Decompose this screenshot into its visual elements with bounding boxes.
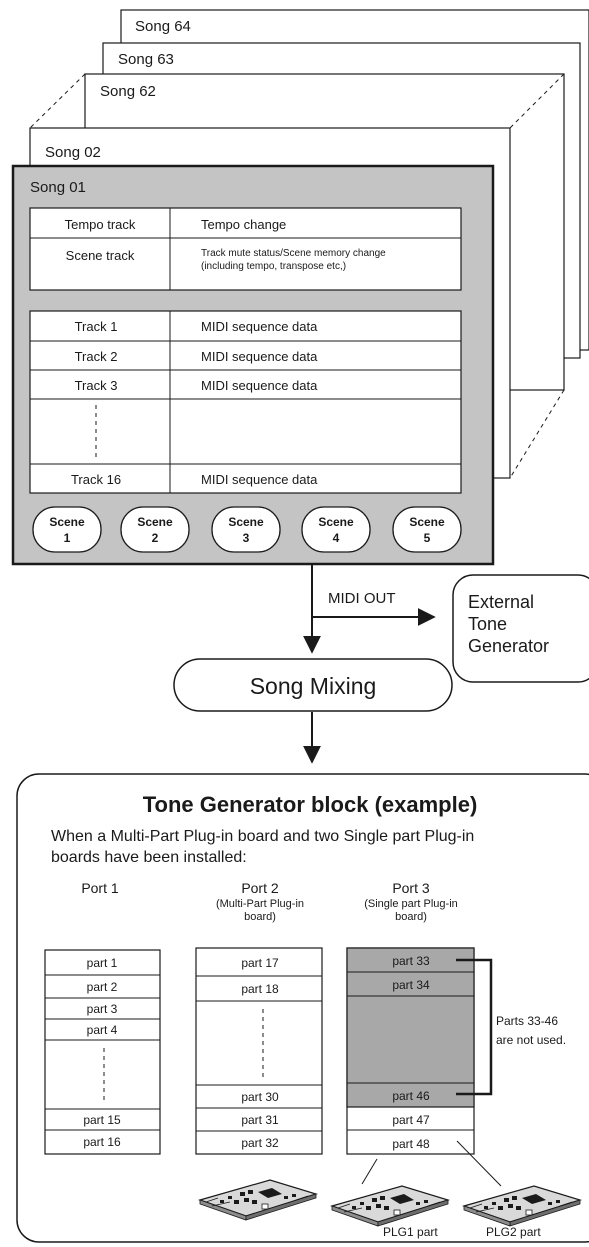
- port-2-part: part 30: [241, 1090, 279, 1104]
- port-2-part: part 18: [241, 982, 279, 996]
- port-1-part: part 2: [87, 980, 118, 994]
- port-1-part: part 16: [83, 1135, 121, 1149]
- track-16-label: Track 16: [71, 472, 121, 487]
- port-2-parts: part 17 part 18 part 30 part 31 part 32: [195, 947, 323, 1155]
- port-3-parts: part 33 part 34 part 46 part 47 part 48: [346, 947, 475, 1155]
- port-2-note-line2: board): [244, 911, 276, 923]
- scene-track-label: Scene track: [66, 248, 135, 263]
- external-tone-generator-line2: Tone: [468, 614, 507, 634]
- song-01-track-table-midi: Track 1 MIDI sequence data Track 2 MIDI …: [29, 310, 462, 494]
- scene-track-content-line2: (including tempo, transpose etc,): [201, 261, 346, 272]
- song-01-track-table-top: Tempo track Tempo change Scene track Tra…: [29, 207, 462, 291]
- port-3-part: part 34: [392, 978, 430, 992]
- pointer-plg2: [456, 1140, 502, 1187]
- scene-3-pill: Scene 3: [211, 506, 281, 553]
- svg-text:Scene: Scene: [137, 515, 173, 529]
- song-01-label: Song 01: [30, 179, 86, 196]
- port-3-part: part 48: [392, 1137, 430, 1151]
- svg-text:Scene: Scene: [49, 515, 85, 529]
- tone-generator-block: Tone Generator block (example) When a Mu…: [16, 773, 589, 1243]
- pointer-plg1: [361, 1158, 378, 1185]
- svg-text:1: 1: [64, 531, 71, 545]
- track-2-content: MIDI sequence data: [201, 349, 318, 364]
- song-62-label: Song 62: [100, 83, 156, 100]
- midi-out-label: MIDI OUT: [328, 590, 396, 607]
- flow-arrows: [303, 564, 436, 764]
- svg-text:4: 4: [333, 531, 340, 545]
- plg2-part-label: PLG2 part: [486, 1225, 541, 1239]
- svg-text:3: 3: [243, 531, 250, 545]
- scene-track-content-line1: Track mute status/Scene memory change: [201, 248, 386, 259]
- port-1-parts: part 1 part 2 part 3 part 4 part 15 part…: [44, 949, 161, 1155]
- svg-text:2: 2: [152, 531, 159, 545]
- song-mixing-label: Song Mixing: [250, 673, 377, 699]
- tone-generator-description-line1: When a Multi-Part Plug-in board and two …: [51, 828, 474, 845]
- song-mixing-box: Song Mixing: [173, 658, 453, 712]
- tone-generator-title: Tone Generator block (example): [143, 792, 478, 817]
- song-02-label: Song 02: [45, 144, 101, 161]
- svg-text:5: 5: [424, 531, 431, 545]
- track-1-content: MIDI sequence data: [201, 319, 318, 334]
- tone-generator-description-line2: boards have been installed:: [51, 849, 247, 866]
- external-tone-generator-line1: External: [468, 592, 534, 612]
- port-2-part: part 17: [241, 956, 279, 970]
- port-3-part: part 47: [392, 1113, 430, 1127]
- song-64-label: Song 64: [135, 18, 191, 35]
- track-2-label: Track 2: [75, 349, 118, 364]
- port-1-part: part 15: [83, 1113, 121, 1127]
- scene-4-pill: Scene 4: [301, 506, 371, 553]
- port-3-part: part 33: [392, 954, 430, 968]
- track-1-label: Track 1: [75, 319, 118, 334]
- external-tone-generator-line3: Generator: [468, 636, 549, 656]
- unused-note-line2: are not used.: [496, 1033, 566, 1047]
- port-3-part: part 46: [392, 1089, 430, 1103]
- port-3-label: Port 3: [392, 880, 430, 896]
- port-3-note-line1: (Single part Plug-in: [364, 898, 458, 910]
- svg-text:Scene: Scene: [228, 515, 264, 529]
- port-1-part: part 1: [87, 956, 118, 970]
- unused-parts-region: [346, 947, 475, 1108]
- port-3-note-line2: board): [395, 911, 427, 923]
- stack-dashed-edges: [29, 73, 565, 479]
- scene-1-pill: Scene 1: [32, 506, 102, 553]
- port-1-label: Port 1: [81, 880, 119, 896]
- plg1-part-label: PLG1 part: [383, 1225, 438, 1239]
- track-16-content: MIDI sequence data: [201, 472, 318, 487]
- unused-parts-bracket: [456, 958, 493, 1096]
- port-1-part: part 4: [87, 1023, 118, 1037]
- port-2-part: part 32: [241, 1136, 279, 1150]
- tempo-track-label: Tempo track: [65, 217, 136, 232]
- track-3-label: Track 3: [75, 378, 118, 393]
- scene-memory-buttons: Scene 1 Scene 2 Scene 3 Scene 4 Scene 5: [32, 506, 462, 553]
- scene-5-pill: Scene 5: [392, 506, 462, 553]
- port-2-part: part 31: [241, 1113, 279, 1127]
- svg-text:Scene: Scene: [409, 515, 445, 529]
- unused-note-line1: Parts 33-46: [496, 1014, 558, 1028]
- port-2-note-line1: (Multi-Part Plug-in: [216, 898, 304, 910]
- song-63-label: Song 63: [118, 51, 174, 68]
- external-tone-generator-box: External Tone Generator: [452, 574, 589, 683]
- scene-2-pill: Scene 2: [120, 506, 190, 553]
- port-2-label: Port 2: [241, 880, 279, 896]
- port-1-part: part 3: [87, 1002, 118, 1016]
- svg-text:Scene: Scene: [318, 515, 354, 529]
- tempo-track-content: Tempo change: [201, 217, 286, 232]
- track-3-content: MIDI sequence data: [201, 378, 318, 393]
